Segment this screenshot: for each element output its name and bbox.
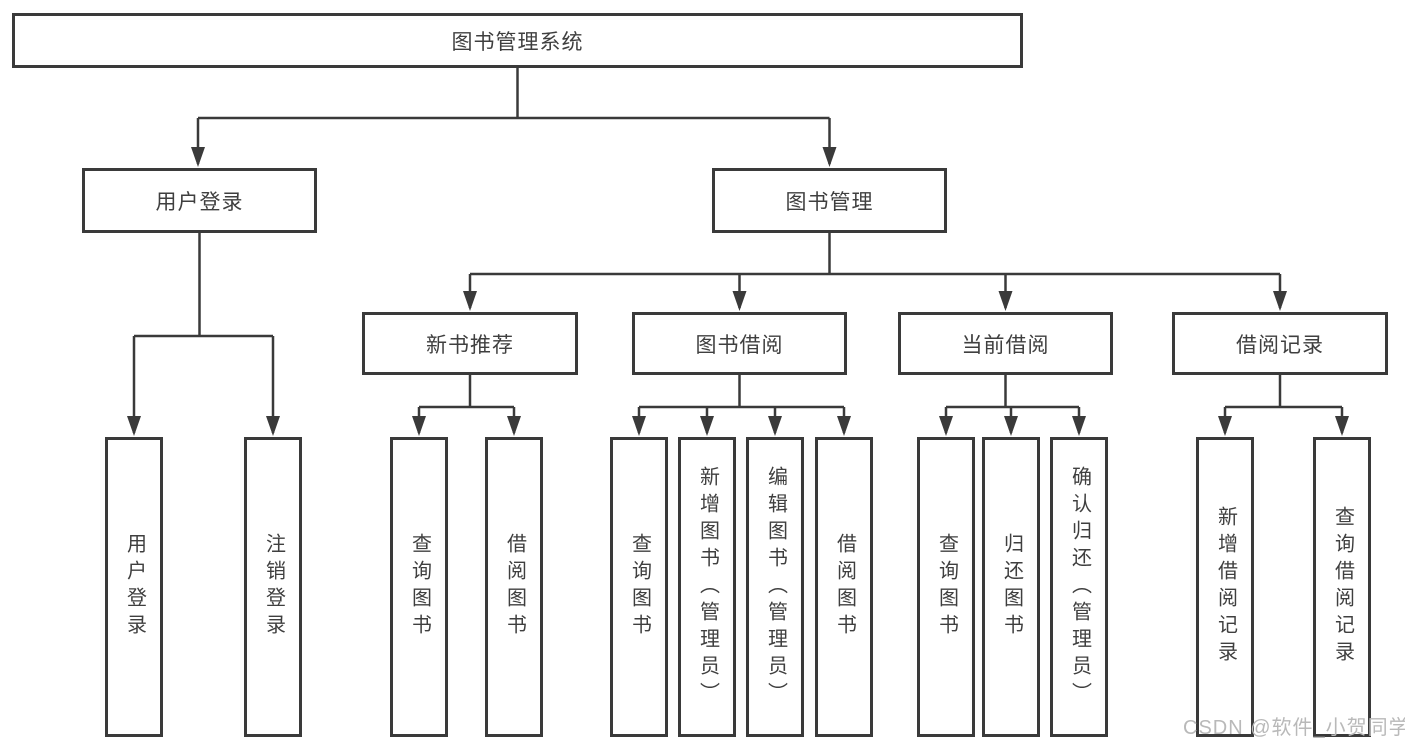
- node-user-login: 用户登录: [82, 168, 317, 233]
- node-book-management: 图书管理: [712, 168, 947, 233]
- node-leaf-search-books-current: 查询图书: [917, 437, 975, 737]
- node-leaf-return-books: 归还图书: [982, 437, 1040, 737]
- node-leaf-logout: 注销登录: [244, 437, 302, 737]
- node-leaf-add-books-admin: 新增图书（管理员）: [678, 437, 736, 737]
- node-leaf-user-login: 用户登录: [105, 437, 163, 737]
- node-leaf-borrow-books-recommend: 借阅图书: [485, 437, 543, 737]
- node-leaf-borrow-books: 借阅图书: [815, 437, 873, 737]
- node-book-borrowing: 图书借阅: [632, 312, 847, 375]
- node-borrowing-records: 借阅记录: [1172, 312, 1388, 375]
- node-current-borrowing: 当前借阅: [898, 312, 1113, 375]
- node-leaf-confirm-return-admin: 确认归还（管理员）: [1050, 437, 1108, 737]
- node-leaf-search-books-recommend: 查询图书: [390, 437, 448, 737]
- node-leaf-edit-books-admin: 编辑图书（管理员）: [746, 437, 804, 737]
- node-leaf-search-borrow-record: 查询借阅记录: [1313, 437, 1371, 737]
- csdn-watermark: CSDN @软件_小贺同学: [1183, 717, 1405, 739]
- node-leaf-add-borrow-record: 新增借阅记录: [1196, 437, 1254, 737]
- node-library-management-system: 图书管理系统: [12, 13, 1023, 68]
- node-new-book-recommendation: 新书推荐: [362, 312, 578, 375]
- node-leaf-search-books-borrow: 查询图书: [610, 437, 668, 737]
